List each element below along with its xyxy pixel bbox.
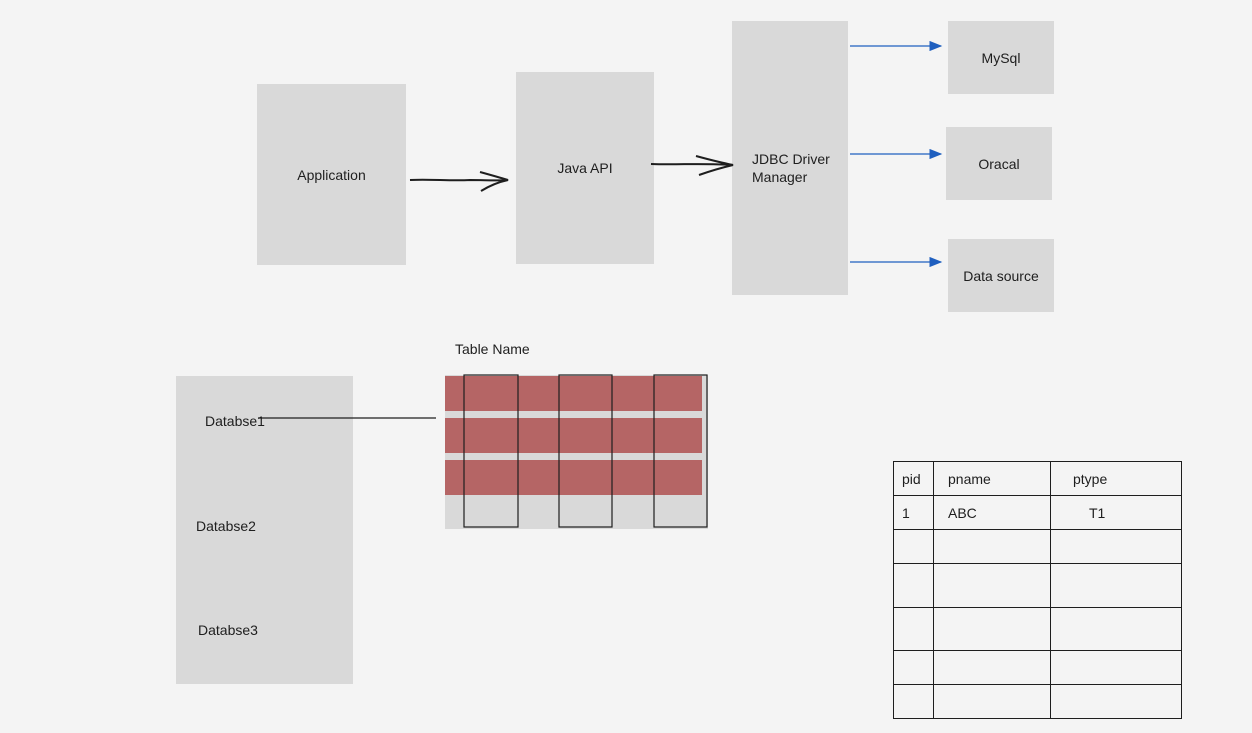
cell-pid [893,607,934,651]
header-ptype: ptype [1050,461,1182,496]
table-column-outline-1 [463,374,519,528]
table-row-3 [445,460,702,495]
cell-pid [893,563,934,608]
application-label: Application [297,166,366,183]
table-row-1 [445,376,702,411]
arrow-java-api-to-jdbc [650,163,734,166]
table-row [893,529,1182,564]
java-api-box: Java API [516,72,654,264]
table-row: 1 ABC T1 [893,495,1182,530]
cell-ptype [1050,684,1182,719]
mysql-box: MySql [948,21,1054,94]
jdbc-driver-manager-label: JDBC Driver Manager [752,151,830,185]
cell-ptype [1050,650,1182,685]
cell-pid [893,650,934,685]
application-box: Application [257,84,406,265]
arrow-head-application-to-java-api [479,171,509,192]
cell-pname [933,684,1051,719]
data-source-box: Data source [948,239,1054,312]
cell-pid: 1 [893,495,934,530]
header-pid: pid [893,461,934,496]
cell-pid [893,684,934,719]
arrow-application-to-java-api [409,178,509,182]
database-label-1: Databse1 [205,413,265,429]
table-row-2 [445,418,702,453]
table-header-row: pid pname ptype [893,461,1182,496]
header-pname: pname [933,461,1051,496]
cell-ptype [1050,607,1182,651]
cell-pname [933,563,1051,608]
arrow-head-java-api-to-jdbc [695,155,734,176]
cell-ptype [1050,563,1182,608]
cell-ptype [1050,529,1182,564]
cell-ptype: T1 [1050,495,1182,530]
database-label-3: Databse3 [198,622,258,638]
product-table: pid pname ptype 1 ABC T1 [893,461,1182,719]
cell-pname [933,650,1051,685]
mysql-label: MySql [981,49,1021,66]
cell-pid [893,529,934,564]
cell-pname [933,607,1051,651]
data-source-label: Data source [963,267,1039,284]
table-name-label: Table Name [455,341,530,357]
table-column-outline-3 [653,374,708,528]
database-label-2: Databse2 [196,518,256,534]
table-column-outline-2 [558,374,613,528]
java-api-label: Java API [557,160,613,176]
jdbc-driver-manager-box: JDBC Driver Manager [732,21,848,295]
table-row [893,684,1182,719]
table-row [893,563,1182,608]
cell-pname: ABC [933,495,1051,530]
table-row [893,650,1182,685]
oracal-label: Oracal [978,155,1020,172]
cell-pname [933,529,1051,564]
database-list-box [176,376,353,684]
table-row [893,607,1182,651]
oracal-box: Oracal [946,127,1052,200]
